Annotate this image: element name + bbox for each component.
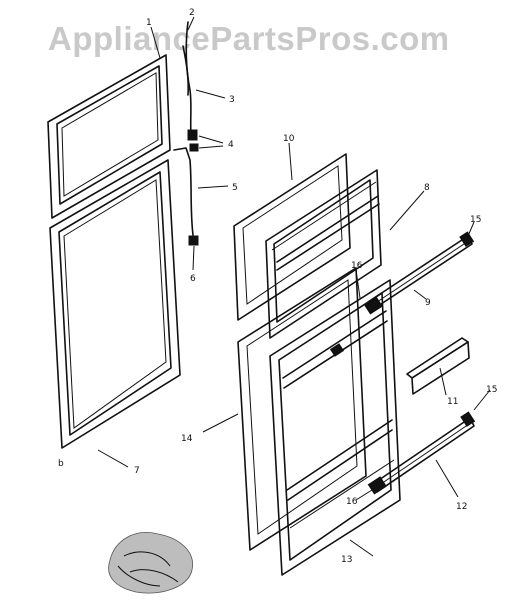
callout-labels: 1 2 3 4 5 6 7 8 9 10 11 12 13 14 15 15 1… xyxy=(58,8,497,565)
callout-14: 14 xyxy=(181,434,193,444)
callout-b: b xyxy=(58,459,64,469)
upper-door-liner-panel xyxy=(233,153,351,321)
callout-1: 1 xyxy=(146,18,152,28)
callout-5: 5 xyxy=(232,183,238,193)
smudge-mark xyxy=(108,532,193,594)
callout-3: 3 xyxy=(229,95,235,105)
callout-7: 7 xyxy=(134,466,140,476)
callout-15-upper: 15 xyxy=(470,215,481,225)
watermark-text: AppliancePartsPros.com xyxy=(48,20,450,57)
callout-6: 6 xyxy=(190,274,196,284)
callout-13: 13 xyxy=(341,555,352,565)
lower-door-gasket xyxy=(49,159,181,449)
callout-16-lower: 16 xyxy=(346,497,358,507)
callout-8: 8 xyxy=(424,183,430,193)
upper-door-shelf-bar xyxy=(363,231,475,315)
hinge-parts xyxy=(173,21,199,246)
callout-4: 4 xyxy=(228,140,234,150)
callout-15-lower: 15 xyxy=(486,385,497,395)
callout-12: 12 xyxy=(456,502,467,512)
upper-inner-door-frame xyxy=(265,169,382,339)
callout-9: 9 xyxy=(425,298,431,308)
upper-door-gasket xyxy=(47,54,171,219)
callout-2: 2 xyxy=(189,8,195,18)
leader-lines xyxy=(97,16,491,557)
callout-10: 10 xyxy=(283,134,295,144)
lower-door-liner-panel xyxy=(237,267,367,551)
callout-16-upper: 16 xyxy=(351,261,363,271)
lower-door-shelf-bar xyxy=(367,411,476,495)
door-shelf-small xyxy=(329,337,470,395)
callout-11: 11 xyxy=(447,397,458,407)
